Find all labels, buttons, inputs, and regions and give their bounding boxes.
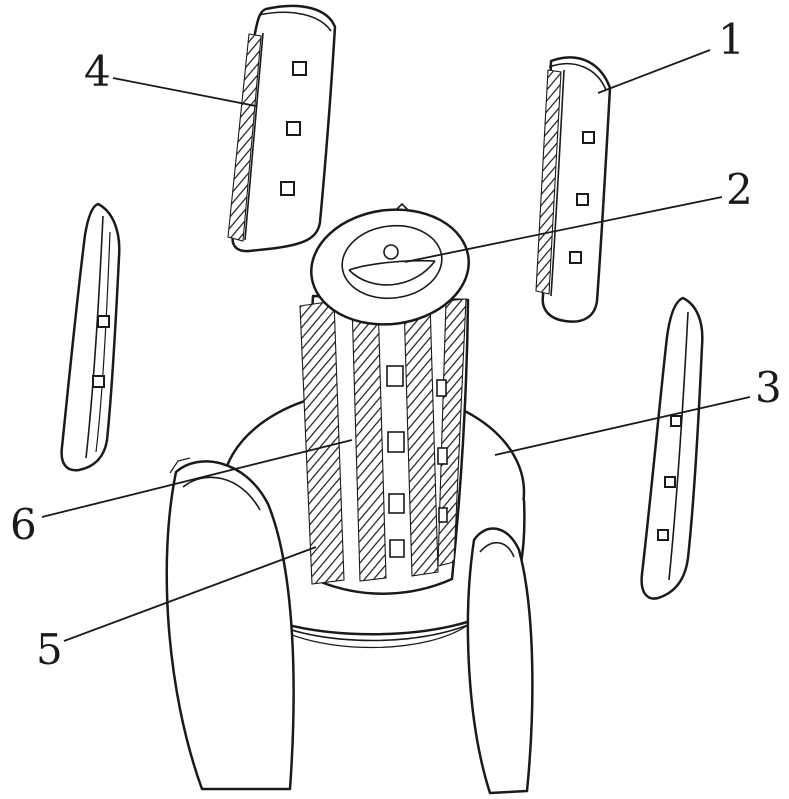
reference-numerals: 1 2 3 4 5 6 (10, 15, 782, 674)
label-3: 3 (755, 363, 782, 412)
leader-line-2 (404, 196, 723, 263)
comb-panel-upper-left (227, 4, 337, 253)
label-2: 2 (726, 165, 753, 214)
comb-panel-upper-right (535, 56, 612, 323)
leader-line-1 (597, 49, 711, 94)
leader-line-3 (494, 396, 751, 456)
leader-lines (41, 49, 751, 642)
core-top-cap (310, 202, 470, 326)
leader-line-6 (41, 439, 353, 518)
leader-line-4 (112, 77, 257, 107)
slat-panel-left (60, 202, 121, 472)
label-5: 5 (36, 625, 63, 674)
leader-line-5 (63, 546, 317, 642)
right-leg (466, 527, 534, 795)
label-1: 1 (718, 15, 745, 64)
label-6: 6 (10, 500, 37, 549)
slat-panel-right (640, 296, 704, 600)
cap-center-hole (383, 244, 399, 260)
brush-core (299, 294, 470, 595)
left-leg (165, 457, 295, 791)
label-4: 4 (84, 47, 111, 96)
